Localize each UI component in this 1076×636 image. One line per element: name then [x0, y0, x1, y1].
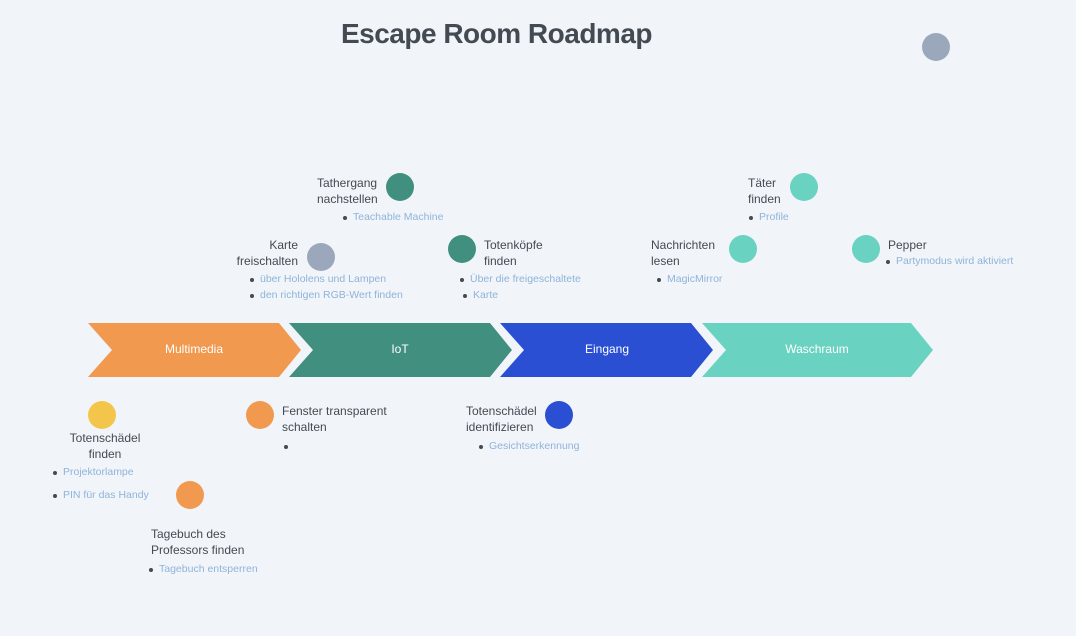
task-tathergang-line2: nachstellen — [317, 192, 378, 206]
milestone-dot-tathergang[interactable] — [386, 173, 414, 201]
subtask-tagebuch-entsperren: Tagebuch entsperren — [149, 561, 258, 577]
subtask-hololens: über Hololens und Lampen — [250, 271, 386, 287]
task-fenster-line2: schalten — [282, 420, 327, 434]
task-totenkoepfe-line1: Totenköpfe — [484, 238, 543, 252]
phase-arrow-multimedia[interactable] — [88, 323, 301, 377]
phase-arrow-waschraum[interactable] — [702, 323, 933, 377]
task-fenster-line1: Fenster transparent — [282, 404, 387, 418]
subtask-magicmirror: MagicMirror — [657, 271, 722, 287]
subtask-pin-handy: PIN für das Handy — [53, 487, 149, 503]
task-karte[interactable]: Karte freischalten — [218, 237, 298, 269]
task-totenschaedel-ident[interactable]: Totenschädel identifizieren — [466, 403, 537, 435]
task-totenschaedel-finden[interactable]: Totenschädel finden — [55, 430, 155, 462]
milestone-dot-tagebuch[interactable] — [176, 481, 204, 509]
phase-label-multimedia: Multimedia — [164, 342, 224, 356]
task-tathergang-line1: Tathergang — [317, 176, 378, 190]
task-tagebuch-line2: Professors finden — [151, 543, 245, 557]
milestone-dot-totenschaedel-finden[interactable] — [88, 401, 116, 429]
avatar[interactable] — [922, 33, 950, 61]
task-tathergang[interactable]: Tathergang nachstellen — [317, 175, 378, 207]
milestone-dot-nachrichten[interactable] — [729, 235, 757, 263]
task-taeter-line1: Täter — [748, 176, 777, 190]
milestone-dot-totenkoepfe[interactable] — [448, 235, 476, 263]
subtask-freigeschaltete-karte: Über die freigeschaltete — [460, 271, 581, 287]
subtask-partymodus: Partymodus wird aktiviert — [886, 253, 1013, 269]
task-totenkoepfe-line2: finden — [484, 254, 517, 268]
phase-label-eingang: Eingang — [584, 342, 630, 356]
subtask-teachable-machine: Teachable Machine — [343, 209, 443, 225]
milestone-dot-pepper[interactable] — [852, 235, 880, 263]
task-tagebuch-line1: Tagebuch des — [151, 527, 226, 541]
task-nachrichten-line1: Nachrichten — [651, 238, 716, 252]
task-tagebuch[interactable]: Tagebuch des Professors finden — [151, 526, 244, 558]
milestone-dot-karte[interactable] — [307, 243, 335, 271]
task-nachrichten-line2: lesen — [651, 254, 680, 268]
milestone-dot-totenschaedel-ident[interactable] — [545, 401, 573, 429]
page-title: Escape Room Roadmap — [340, 18, 653, 49]
task-totenkoepfe[interactable]: Totenköpfe finden — [484, 237, 543, 269]
task-pepper-line1: Pepper — [888, 238, 927, 252]
phase-label-iot: IoT — [391, 342, 409, 356]
subtask-karte: Karte — [463, 287, 498, 303]
subtask-karte-text: Karte — [473, 289, 499, 301]
task-totenschaedel-finden-line1: Totenschädel — [69, 431, 141, 445]
subtask-profile: Profile — [749, 209, 789, 225]
task-totenschaedel-ident-line2: identifizieren — [466, 420, 534, 434]
phase-arrow-iot[interactable] — [289, 323, 512, 377]
task-karte-line1: Karte — [269, 238, 298, 252]
milestone-dot-taeter[interactable] — [790, 173, 818, 201]
task-totenschaedel-finden-line2: finden — [88, 447, 122, 461]
task-karte-line2: freischalten — [236, 254, 298, 268]
subtask-gesichtserkennung: Gesichtserkennung — [479, 438, 579, 454]
task-fenster[interactable]: Fenster transparent schalten — [282, 403, 387, 435]
milestone-dot-fenster[interactable] — [246, 401, 274, 429]
task-pepper[interactable]: Pepper — [888, 237, 927, 253]
phase-arrow-eingang[interactable] — [500, 323, 713, 377]
subtask-projektorlampe: Projektorlampe — [53, 464, 134, 480]
phase-label-waschraum: Waschraum — [785, 342, 849, 356]
task-totenschaedel-ident-line1: Totenschädel — [466, 404, 537, 418]
task-taeter-line2: finden — [748, 192, 781, 206]
subtask-rgb-wert: den richtigen RGB-Wert finden — [250, 287, 403, 303]
task-taeter[interactable]: Täter finden — [748, 175, 781, 207]
task-nachrichten[interactable]: Nachrichten lesen — [651, 237, 715, 269]
